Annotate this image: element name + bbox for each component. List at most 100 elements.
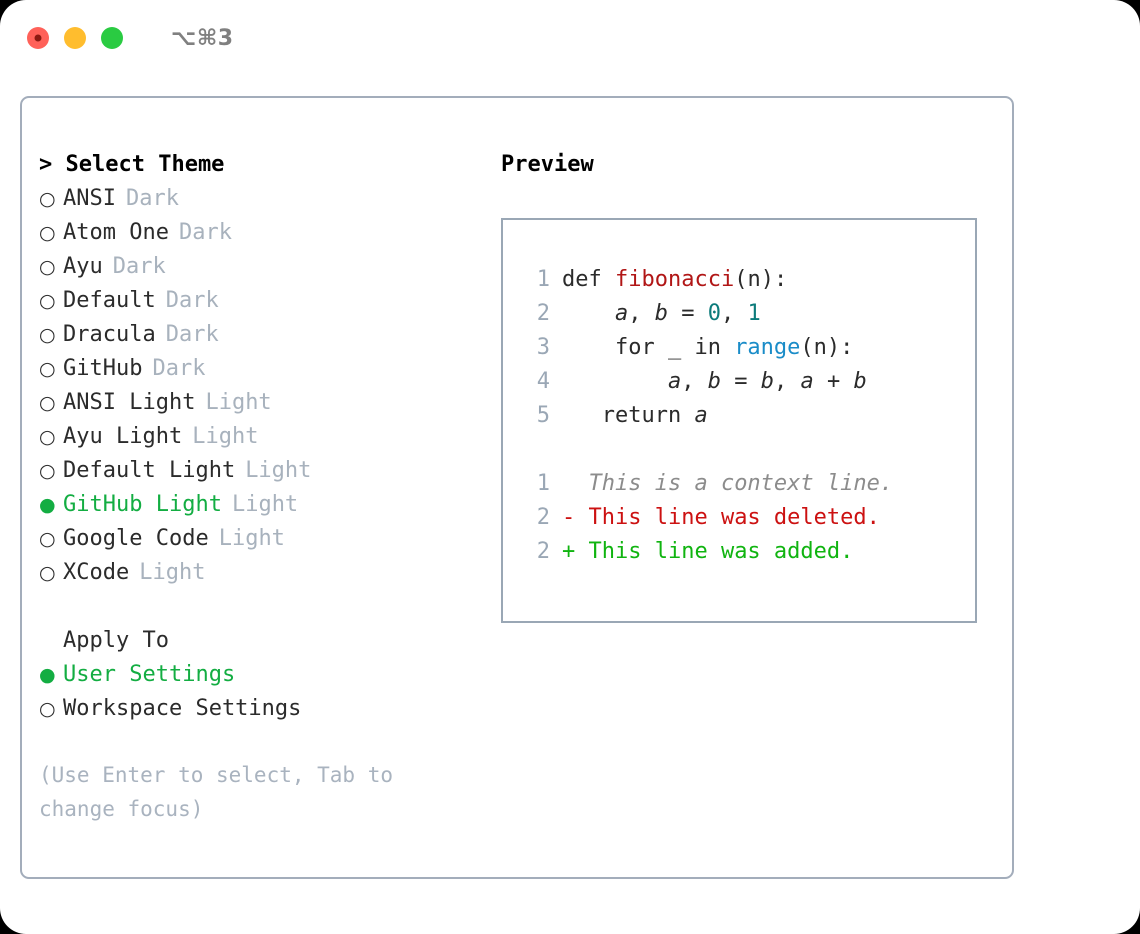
code-token-plain: =	[667, 301, 708, 326]
apply-to-option-user-settings[interactable]: ●User Settings	[39, 658, 479, 692]
code-token-plain	[562, 369, 668, 394]
theme-option-label: Default	[63, 288, 156, 313]
code-token-plain	[562, 301, 615, 326]
diff-line-text: This line was deleted.	[575, 505, 880, 530]
code-token-num: 1	[747, 301, 761, 326]
radio-empty-icon: ○	[39, 460, 56, 482]
theme-option-atom-one[interactable]: ○ Atom One Dark	[39, 216, 479, 250]
theme-option-variant: Light	[245, 458, 312, 483]
code-token-plain: for _ in	[562, 335, 735, 360]
code-token-plain: return	[562, 403, 695, 428]
code-diff-separator	[520, 433, 893, 467]
theme-option-label: GitHub	[63, 356, 143, 381]
code-line: 5 return a	[520, 399, 893, 433]
apply-to-option-label: Workspace Settings	[63, 696, 302, 721]
diff-sign	[562, 471, 575, 496]
code-token-var: a	[800, 369, 814, 394]
code-token-plain: (n):	[800, 335, 854, 360]
theme-option-label: Google Code	[63, 526, 209, 551]
radio-empty-icon: ○	[39, 256, 56, 278]
theme-option-default[interactable]: ○ Default Dark	[39, 284, 479, 318]
diff-line-content: This is a context line.	[562, 467, 893, 501]
title-bar: ⌥⌘3	[0, 0, 1140, 76]
radio-empty-icon: ○	[39, 290, 56, 312]
code-line: 4 a, b = b, a + b	[520, 365, 893, 399]
diff-sign: -	[562, 505, 576, 530]
radio-selected-icon: ●	[39, 664, 56, 686]
diff-line-number: 1	[536, 471, 550, 496]
select-theme-header: > Select Theme	[39, 152, 225, 177]
apply-to-label-row: ○ Apply To	[39, 624, 479, 658]
theme-option-variant: Light	[218, 526, 285, 551]
code-token-plain: ,	[628, 301, 655, 326]
theme-option-default-light[interactable]: ○ Default Light Light	[39, 454, 479, 488]
code-token-fn: fibonacci	[614, 267, 735, 292]
theme-option-variant: Dark	[125, 186, 179, 211]
traffic-lights	[27, 27, 123, 49]
apply-to-option-workspace-settings[interactable]: ○ Workspace Settings	[39, 692, 479, 726]
theme-option-label: Ayu Light	[63, 424, 183, 449]
code-line-content: return a	[562, 399, 708, 433]
radio-empty-icon: ○	[39, 392, 56, 414]
preview-header: Preview	[501, 152, 594, 177]
theme-option-variant: Light	[205, 390, 272, 415]
diff-line-text: This line was added.	[575, 539, 854, 564]
theme-option-label: ANSI Light	[63, 390, 196, 415]
theme-option-label: ANSI	[63, 186, 116, 211]
code-token-var: b	[853, 369, 867, 394]
diff-line-number: 2	[536, 505, 550, 530]
radio-empty-icon: ○	[39, 324, 56, 346]
apply-to-options[interactable]: ●User Settings ○ Workspace Settings	[39, 658, 479, 726]
diff-line: 2+ This line was added.	[520, 535, 893, 569]
code-line-number: 4	[536, 369, 550, 394]
theme-option-label: Atom One	[63, 220, 169, 245]
theme-option-ansi-light[interactable]: ○ ANSI Light Light	[39, 386, 479, 420]
radio-empty-icon: ○	[39, 222, 56, 244]
code-token-var: a	[667, 369, 682, 394]
theme-option-variant: Dark	[165, 288, 219, 313]
apply-to-label: Apply To	[63, 628, 169, 653]
theme-option-label: XCode	[63, 560, 130, 585]
radio-empty-icon: ○	[39, 188, 56, 210]
radio-selected-icon: ●	[39, 494, 56, 516]
theme-option-variant: Light	[192, 424, 259, 449]
radio-empty-icon: ○	[39, 358, 56, 380]
code-token-kw: def	[562, 267, 615, 292]
close-button[interactable]	[27, 27, 49, 49]
code-line-number: 3	[536, 335, 550, 360]
theme-option-label: GitHub Light	[63, 492, 222, 517]
minimize-button[interactable]	[64, 27, 86, 49]
theme-option-label: Default Light	[63, 458, 236, 483]
code-token-var: b	[654, 301, 668, 326]
code-token-call: range	[734, 335, 801, 360]
code-token-plain: ,	[681, 369, 708, 394]
zoom-button[interactable]	[101, 27, 123, 49]
diff-line-content: + This line was added.	[562, 535, 853, 569]
code-token-var: a	[694, 403, 708, 428]
code-line: 3 for _ in range(n):	[520, 331, 893, 365]
theme-option-variant: Dark	[178, 220, 232, 245]
code-token-plain: ,	[720, 301, 748, 326]
diff-line: 1 This is a context line.	[520, 467, 893, 501]
code-token-plain: =	[720, 369, 761, 394]
code-line-number: 2	[536, 301, 550, 326]
code-token-var: b	[707, 369, 721, 394]
theme-option-label: Dracula	[63, 322, 156, 347]
code-token-plain: ,	[773, 369, 801, 394]
theme-option-ansi[interactable]: ○ ANSI Dark	[39, 182, 479, 216]
radio-empty-icon: ○	[39, 698, 56, 720]
